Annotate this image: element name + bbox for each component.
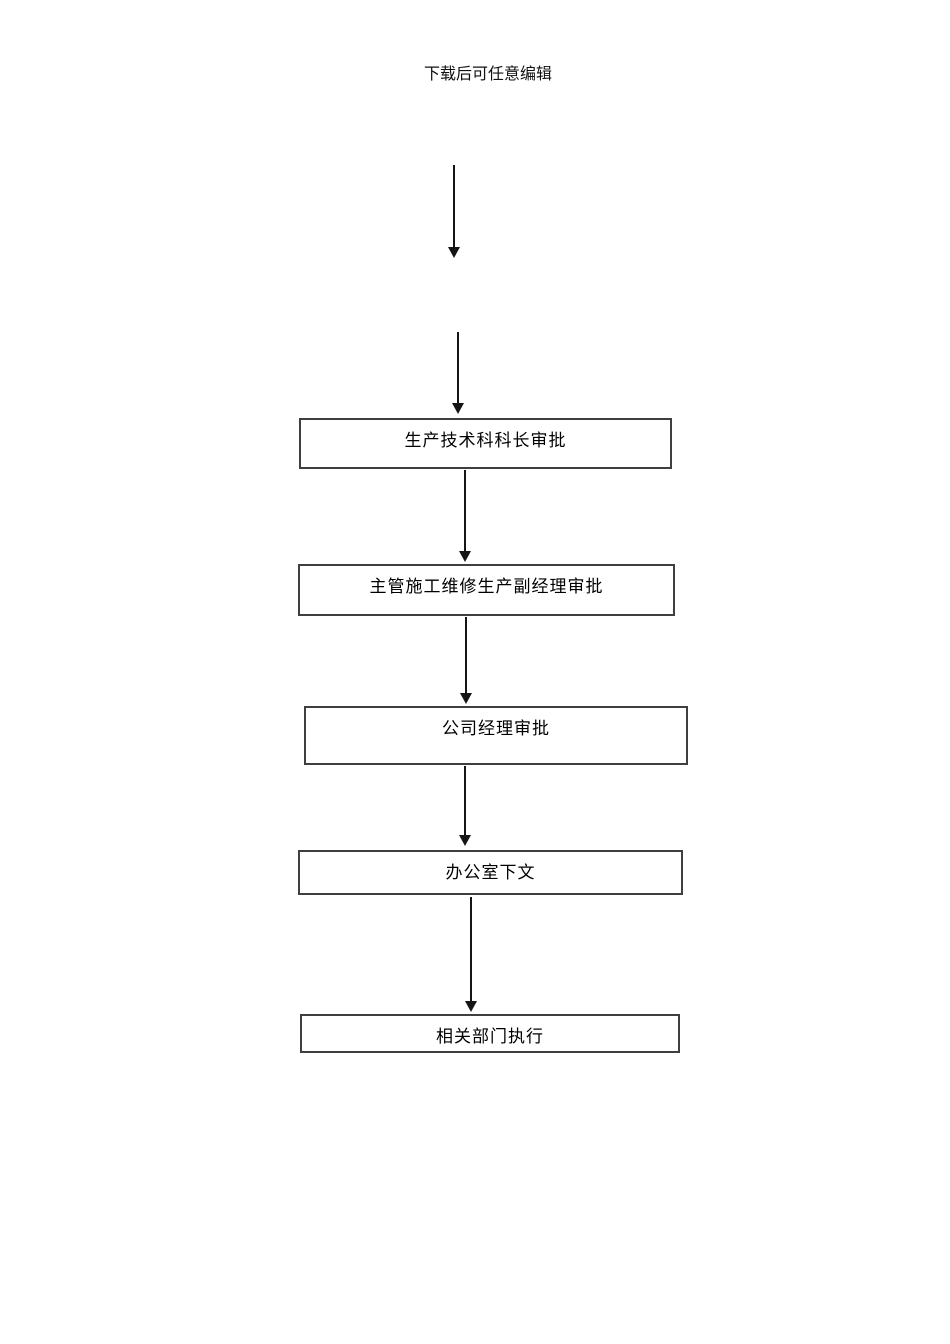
flow-node-office-issue-document: 办公室下文 <box>298 850 683 895</box>
flow-node-deputy-manager-approval: 主管施工维修生产副经理审批 <box>298 564 675 616</box>
flow-arrow-down-4 <box>460 617 472 704</box>
arrow-head-icon <box>460 693 472 704</box>
arrow-shaft <box>453 165 455 247</box>
flow-arrow-down-6 <box>465 897 477 1012</box>
node-label: 生产技术科科长审批 <box>404 431 567 450</box>
arrow-head-icon <box>448 247 460 258</box>
node-label: 办公室下文 <box>445 863 536 882</box>
node-label: 相关部门执行 <box>436 1027 544 1046</box>
arrow-head-icon <box>465 1001 477 1012</box>
flow-arrow-down-3 <box>459 470 471 562</box>
arrow-head-icon <box>452 403 464 414</box>
page-header-text: 下载后可任意编辑 <box>424 66 553 83</box>
arrow-shaft <box>470 897 472 1001</box>
arrow-shaft <box>465 617 467 693</box>
arrow-shaft <box>464 766 466 835</box>
node-label: 公司经理审批 <box>442 719 550 738</box>
flow-arrow-down-1 <box>448 165 460 258</box>
arrow-shaft <box>457 332 459 403</box>
arrow-shaft <box>464 470 466 551</box>
flow-arrow-down-2 <box>452 332 464 414</box>
flow-node-related-departments-execute: 相关部门执行 <box>300 1014 680 1053</box>
arrow-head-icon <box>459 551 471 562</box>
node-label: 主管施工维修生产副经理审批 <box>369 577 604 596</box>
flow-arrow-down-5 <box>459 766 471 846</box>
flow-node-production-tech-chief-approval: 生产技术科科长审批 <box>299 418 672 469</box>
arrow-head-icon <box>459 835 471 846</box>
flow-node-company-manager-approval: 公司经理审批 <box>304 706 688 765</box>
